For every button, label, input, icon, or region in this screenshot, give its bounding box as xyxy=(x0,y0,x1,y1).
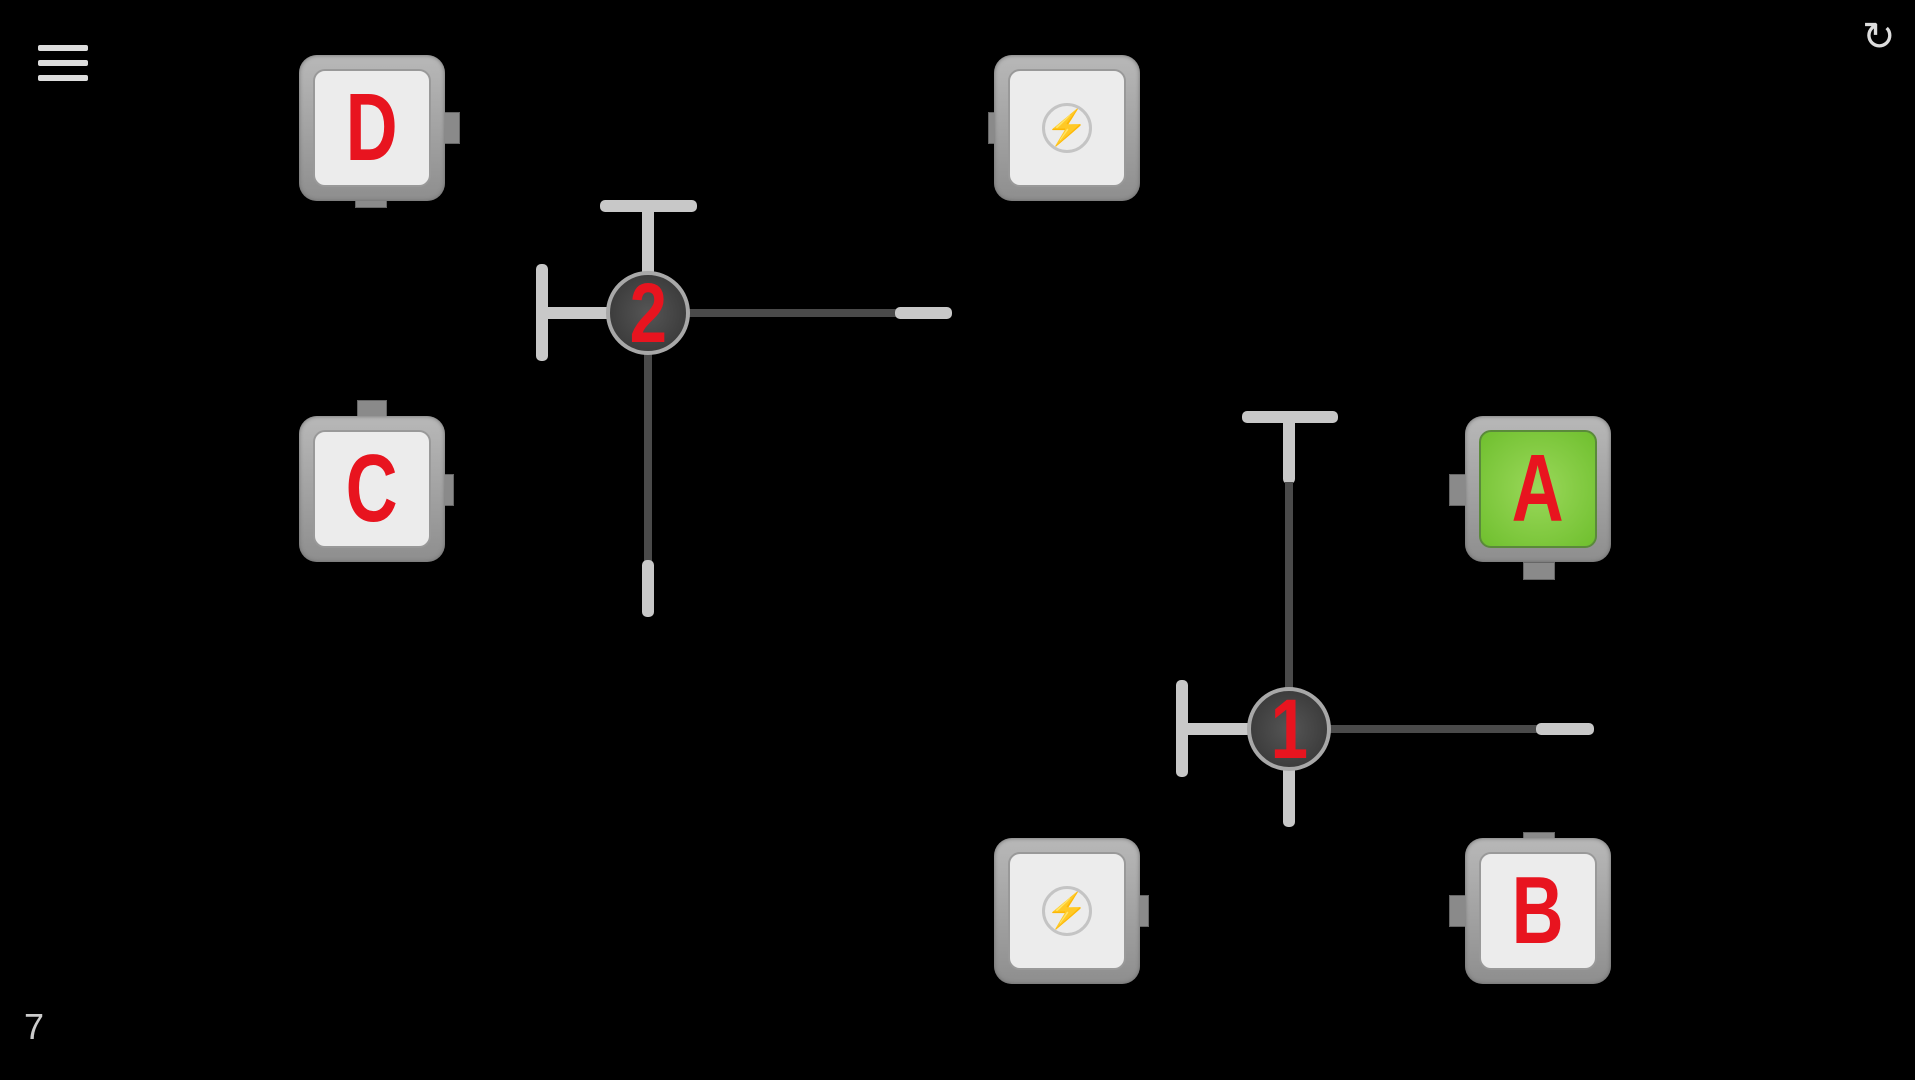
lightning-bolt-icon: ⚡ xyxy=(1042,103,1092,153)
tile-d[interactable]: D xyxy=(299,55,445,201)
refresh-icon[interactable]: ↻ xyxy=(1862,15,1896,59)
menu-button[interactable] xyxy=(38,45,88,90)
tile-letter: B xyxy=(1511,857,1564,964)
tile-letter: A xyxy=(1511,435,1564,542)
lightning-bolt-icon: ⚡ xyxy=(1042,886,1092,936)
level-number: 7 xyxy=(24,1006,45,1047)
tile-letter: D xyxy=(345,74,398,181)
power-source-tile[interactable]: ⚡ xyxy=(994,55,1140,201)
tile-c[interactable]: C xyxy=(299,416,445,562)
tile-letter: C xyxy=(345,435,398,542)
power-source-tile[interactable]: ⚡ xyxy=(994,838,1140,984)
junction-number: 1 xyxy=(1270,681,1308,776)
junction-number: 2 xyxy=(629,265,667,360)
tile-b[interactable]: B xyxy=(1465,838,1611,984)
tile-a[interactable]: A xyxy=(1465,416,1611,562)
